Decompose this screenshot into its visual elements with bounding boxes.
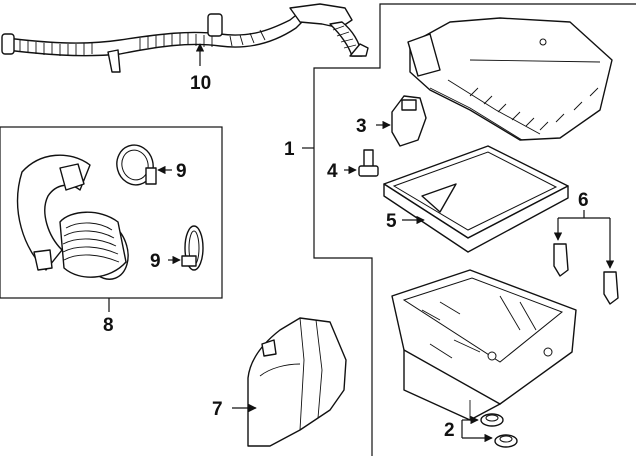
retaining-clips-part-6: [553, 210, 619, 305]
callout-9-upper: 9: [176, 161, 187, 182]
callout-2: 2: [444, 420, 455, 441]
air-duct-part-7: [232, 317, 347, 447]
callout-4: 4: [327, 161, 338, 182]
bolt-part-4: [344, 149, 379, 177]
hose-clamp-part-9-lower: [168, 225, 204, 271]
air-filter-element-part-5: [383, 145, 569, 253]
callout-1: 1: [284, 139, 295, 160]
mass-airflow-sensor-part-3: [376, 95, 427, 147]
callout-6: 6: [578, 190, 589, 211]
breather-hose-part-10: [1, 3, 369, 73]
callout-5: 5: [386, 211, 397, 232]
callout-3: 3: [356, 116, 367, 137]
hose-clamp-part-9-upper: [116, 144, 172, 186]
group-box-part-8: [0, 126, 223, 299]
air-cleaner-lower-housing: [391, 269, 577, 421]
intake-duct-part-8: [16, 154, 129, 280]
air-cleaner-cover: [407, 17, 613, 141]
assembly-bracket-part-1: [313, 3, 636, 456]
callout-7: 7: [212, 399, 223, 420]
callout-10: 10: [190, 73, 211, 94]
grommets-part-2: [461, 413, 518, 448]
callout-9-lower: 9: [150, 251, 161, 272]
callout-8: 8: [103, 315, 114, 336]
